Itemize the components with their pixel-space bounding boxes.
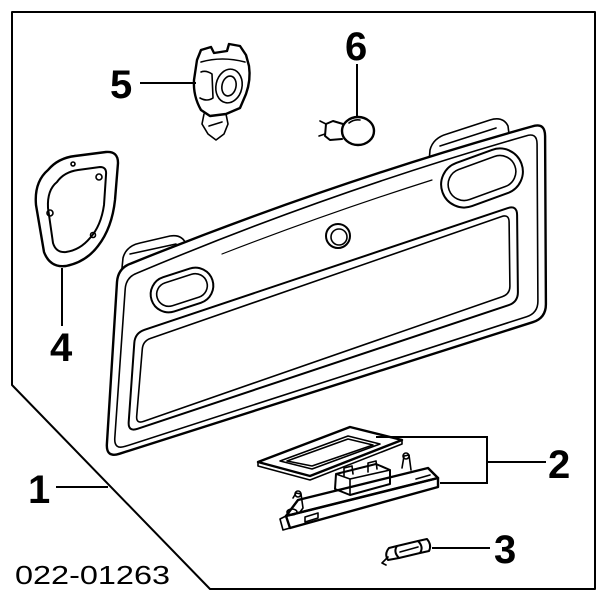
left-lamp-housing-edge: [129, 243, 177, 255]
lamp-left-clip-eye: [294, 490, 302, 498]
lamp-holder-tab: [343, 465, 354, 477]
wedge-bulb: [318, 115, 376, 147]
callout-5-label: 5: [110, 63, 132, 107]
lamp-lens: [256, 425, 404, 478]
diagram-part-number: 022-01263: [15, 560, 170, 590]
lamp-right-clip: [401, 454, 412, 471]
lamp-holder-tab: [367, 460, 378, 473]
gasket-inner: [46, 166, 108, 254]
callout-1-label: 1: [28, 468, 50, 512]
lamp-housing-front: [284, 476, 440, 530]
right-lamp-housing-edge: [439, 127, 497, 147]
gasket-hole: [89, 231, 97, 239]
lamp-bulb-holder-top: [335, 469, 391, 496]
socket-body: [192, 42, 251, 118]
lamp-lens-edge: [257, 439, 403, 481]
callout-4-label: 4: [50, 326, 73, 370]
bulb-highlight: [348, 119, 361, 124]
festoon-filament: [399, 546, 419, 553]
socket-rim: [200, 58, 246, 63]
bulb-glass: [340, 115, 376, 147]
garnish-window-edge: [127, 206, 519, 431]
right-lens-pocket: [440, 147, 524, 209]
callout-2-bracket: [376, 436, 488, 484]
callout-6-label: 6: [345, 25, 367, 69]
left-lens-pocket: [149, 266, 215, 314]
festoon-tip: [381, 556, 389, 566]
bulb-socket: [192, 42, 251, 141]
garnish-window-bevel: [135, 215, 511, 423]
bulb-wire: [319, 120, 327, 125]
festoon-left-cap: [385, 545, 400, 561]
emblem-hole-inner: [330, 228, 348, 246]
garnish-inner-edge: [113, 134, 539, 448]
garnish-groove: [221, 179, 433, 255]
lamp-housing-end: [279, 515, 291, 531]
license-garnish: [105, 118, 548, 456]
socket-side-tab: [199, 70, 214, 101]
socket-tab-line: [208, 121, 223, 127]
left-lens: [155, 272, 209, 308]
lamp-housing-slot: [304, 512, 319, 523]
lamp-lens-window: [279, 435, 381, 470]
lamp-lens-window-inner: [286, 438, 374, 467]
gasket-hole: [95, 173, 103, 181]
callout-2-label: 2: [548, 443, 570, 487]
gasket: [34, 150, 120, 268]
lamp-housing-notch: [415, 474, 431, 480]
gasket-hole: [46, 209, 54, 217]
license-lamp: [256, 425, 440, 531]
garnish-outer-edge: [105, 124, 548, 456]
lamp-right-clip-eye: [402, 452, 410, 460]
festoon-bulb: [381, 538, 432, 566]
right-lens: [447, 154, 517, 202]
gasket-outer: [34, 150, 120, 268]
gasket-hole: [70, 161, 76, 167]
bulb-base: [324, 120, 344, 141]
emblem-hole: [325, 223, 351, 249]
socket-opening: [215, 68, 243, 104]
festoon-right-cap: [417, 538, 432, 554]
bulb-wire: [318, 133, 326, 137]
socket-contact: [221, 75, 237, 97]
callout-3-label: 3: [494, 528, 516, 572]
diagram-border: [11, 11, 596, 590]
socket-bottom-tab: [201, 113, 229, 141]
lamp-screw-tab: [286, 508, 298, 516]
